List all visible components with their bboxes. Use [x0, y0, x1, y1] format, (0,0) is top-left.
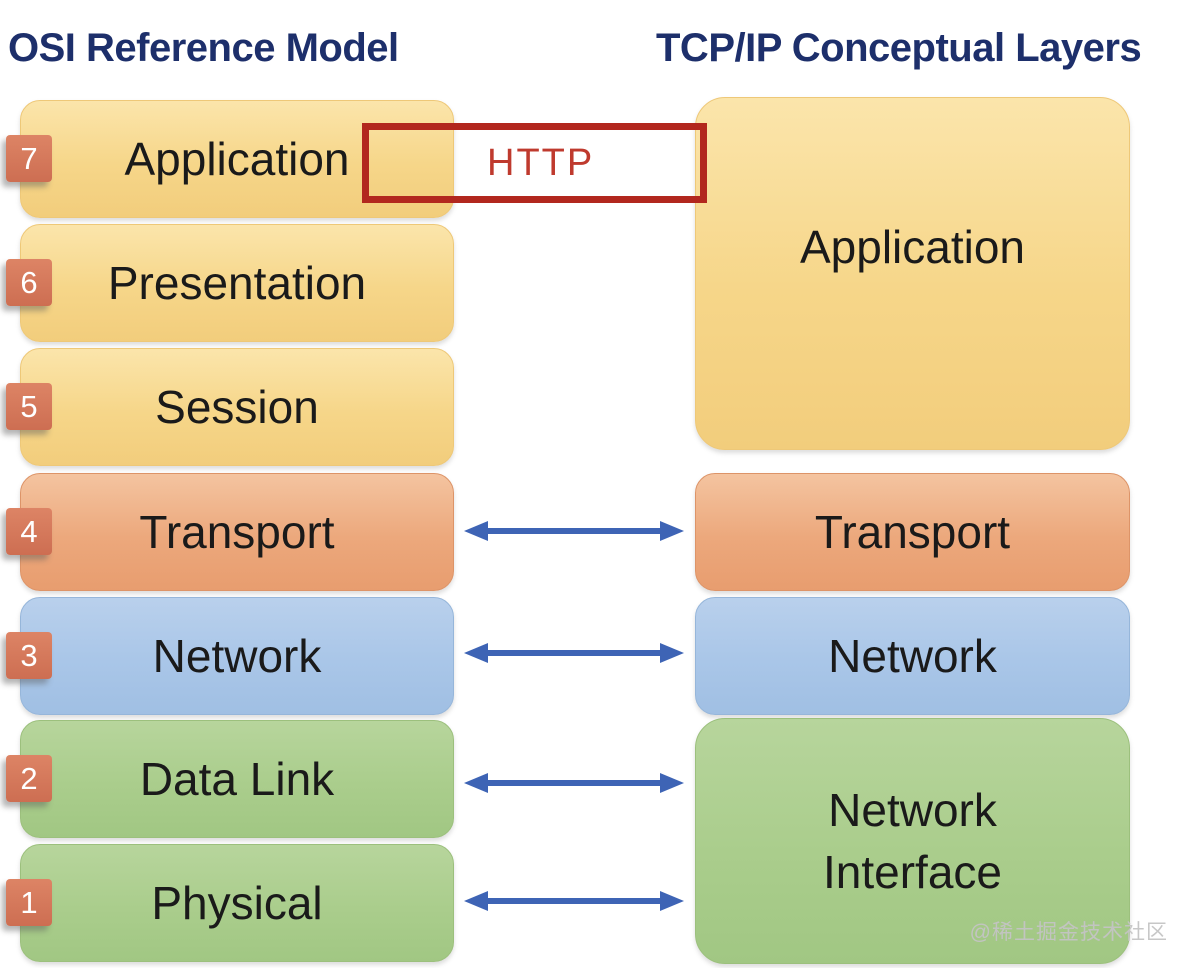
osi-layer-network: 3 Network	[6, 597, 454, 715]
double-arrow-icon	[464, 643, 684, 663]
layer-number-badge: 7	[6, 135, 52, 182]
layer-label: Session	[155, 380, 319, 433]
osi-layer-transport: 4 Transport	[6, 473, 454, 591]
layer-number-badge: 1	[6, 879, 52, 926]
tcpip-layer-application: Application	[695, 97, 1130, 450]
watermark: @稀土掘金技术社区	[969, 921, 1168, 944]
layer-label: Network Interface	[823, 783, 1002, 898]
layer-number-badge: 6	[6, 259, 52, 306]
layer-number-badge: 3	[6, 632, 52, 679]
layer-label: Network	[152, 629, 322, 682]
layer-label: Transport	[139, 505, 335, 558]
layer-label: Presentation	[107, 256, 367, 309]
osi-layer-data-link: 2 Data Link	[6, 720, 454, 838]
tcpip-layer-transport: Transport	[695, 473, 1130, 591]
double-arrow-icon	[464, 891, 684, 911]
layer-number-badge: 2	[6, 755, 52, 802]
osi-layer-session: 5 Session	[6, 348, 454, 466]
http-annotation-box: HTTP	[362, 123, 707, 203]
layer-number-badge: 4	[6, 508, 52, 555]
layer-number-badge: 5	[6, 383, 52, 430]
layer-label: Application	[124, 132, 350, 185]
osi-layer-presentation: 6 Presentation	[6, 224, 454, 342]
osi-model-title: OSI Reference Model	[8, 26, 399, 70]
layer-label: Physical	[151, 876, 323, 929]
osi-layer-application: 7 Application	[6, 100, 454, 218]
http-annotation-label: HTTP	[487, 141, 595, 184]
layer-label: Application	[799, 221, 1026, 273]
double-arrow-icon	[464, 773, 684, 793]
tcpip-layer-network: Network	[695, 597, 1130, 715]
layer-label: Transport	[814, 505, 1011, 558]
tcpip-layer-network-interface: Network Interface	[695, 718, 1130, 964]
double-arrow-icon	[464, 521, 684, 541]
layer-label: Network	[828, 629, 997, 682]
layer-label: Data Link	[139, 752, 335, 805]
tcpip-layers-title: TCP/IP Conceptual Layers	[656, 26, 1142, 70]
osi-layer-physical: 1 Physical	[6, 844, 454, 962]
